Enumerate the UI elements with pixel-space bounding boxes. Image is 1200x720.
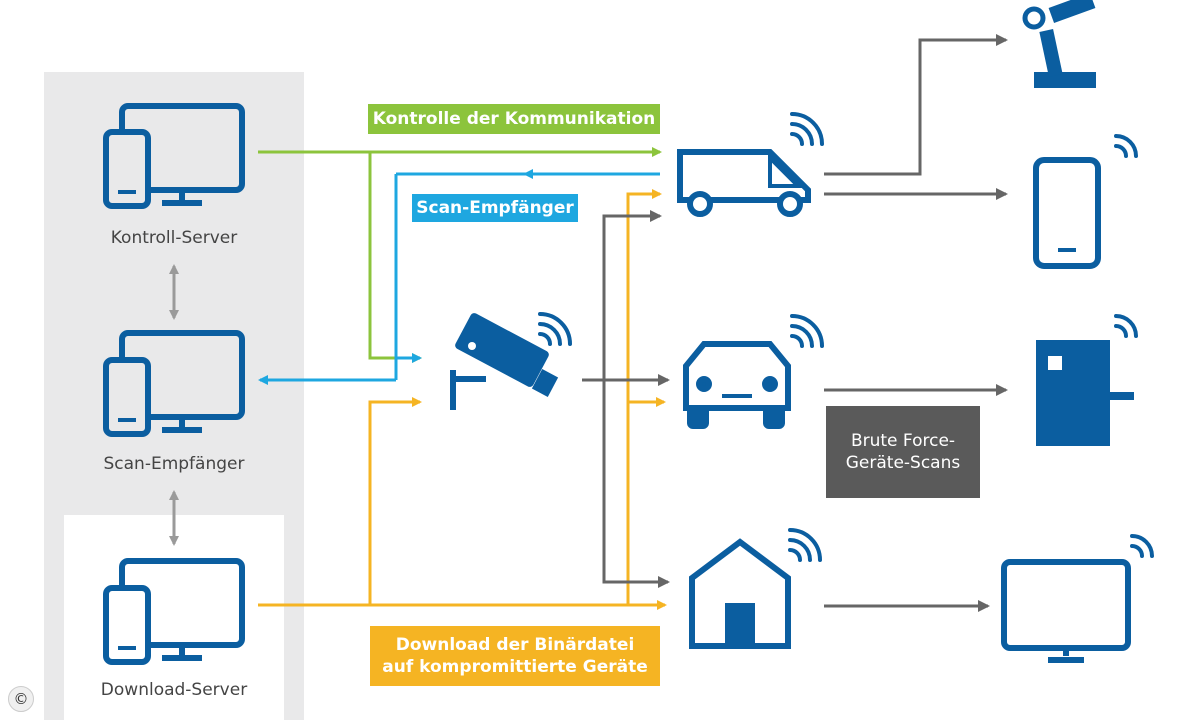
control-server-label: Kontroll-Server xyxy=(110,228,238,248)
scan-server-label: Scan-Empfänger xyxy=(103,454,245,474)
robot-arm-icon xyxy=(1022,0,1096,88)
download-tag-line2: auf kompromittierte Geräte xyxy=(382,657,648,677)
control-server-icon xyxy=(103,103,245,209)
tv-monitor-icon xyxy=(1001,559,1131,663)
wifi-signal-icons xyxy=(538,112,1154,562)
brute-force-tag: Brute Force- Geräte-Scans xyxy=(826,406,980,498)
download-server-highlight xyxy=(64,515,284,720)
scan-tag: Scan-Empfänger xyxy=(412,194,578,222)
van-icon xyxy=(677,149,811,217)
control-flow-green xyxy=(258,147,662,363)
smartphone-icon xyxy=(1033,157,1101,269)
copyright-badge: © xyxy=(8,686,34,712)
download-server-icon xyxy=(103,558,245,665)
scan-server-icon xyxy=(103,330,245,437)
brute-force-flow-gray xyxy=(582,34,1008,612)
car-icon xyxy=(683,341,791,429)
download-tag: Download der Binärdatei auf kompromittie… xyxy=(370,626,660,686)
brute-force-tag-line2: Geräte-Scans xyxy=(845,453,961,473)
download-flow-yellow xyxy=(258,189,667,610)
house-icon xyxy=(689,538,791,649)
coffee-machine-icon xyxy=(1036,340,1134,446)
download-tag-line1: Download der Binärdatei xyxy=(395,635,635,655)
download-server-label: Download-Server xyxy=(100,680,248,700)
scan-flow-blue xyxy=(258,169,660,385)
brute-force-tag-line1: Brute Force- xyxy=(850,431,956,451)
security-camera-icon xyxy=(450,313,559,410)
control-tag: Kontrolle der Kommunikation xyxy=(368,104,660,134)
